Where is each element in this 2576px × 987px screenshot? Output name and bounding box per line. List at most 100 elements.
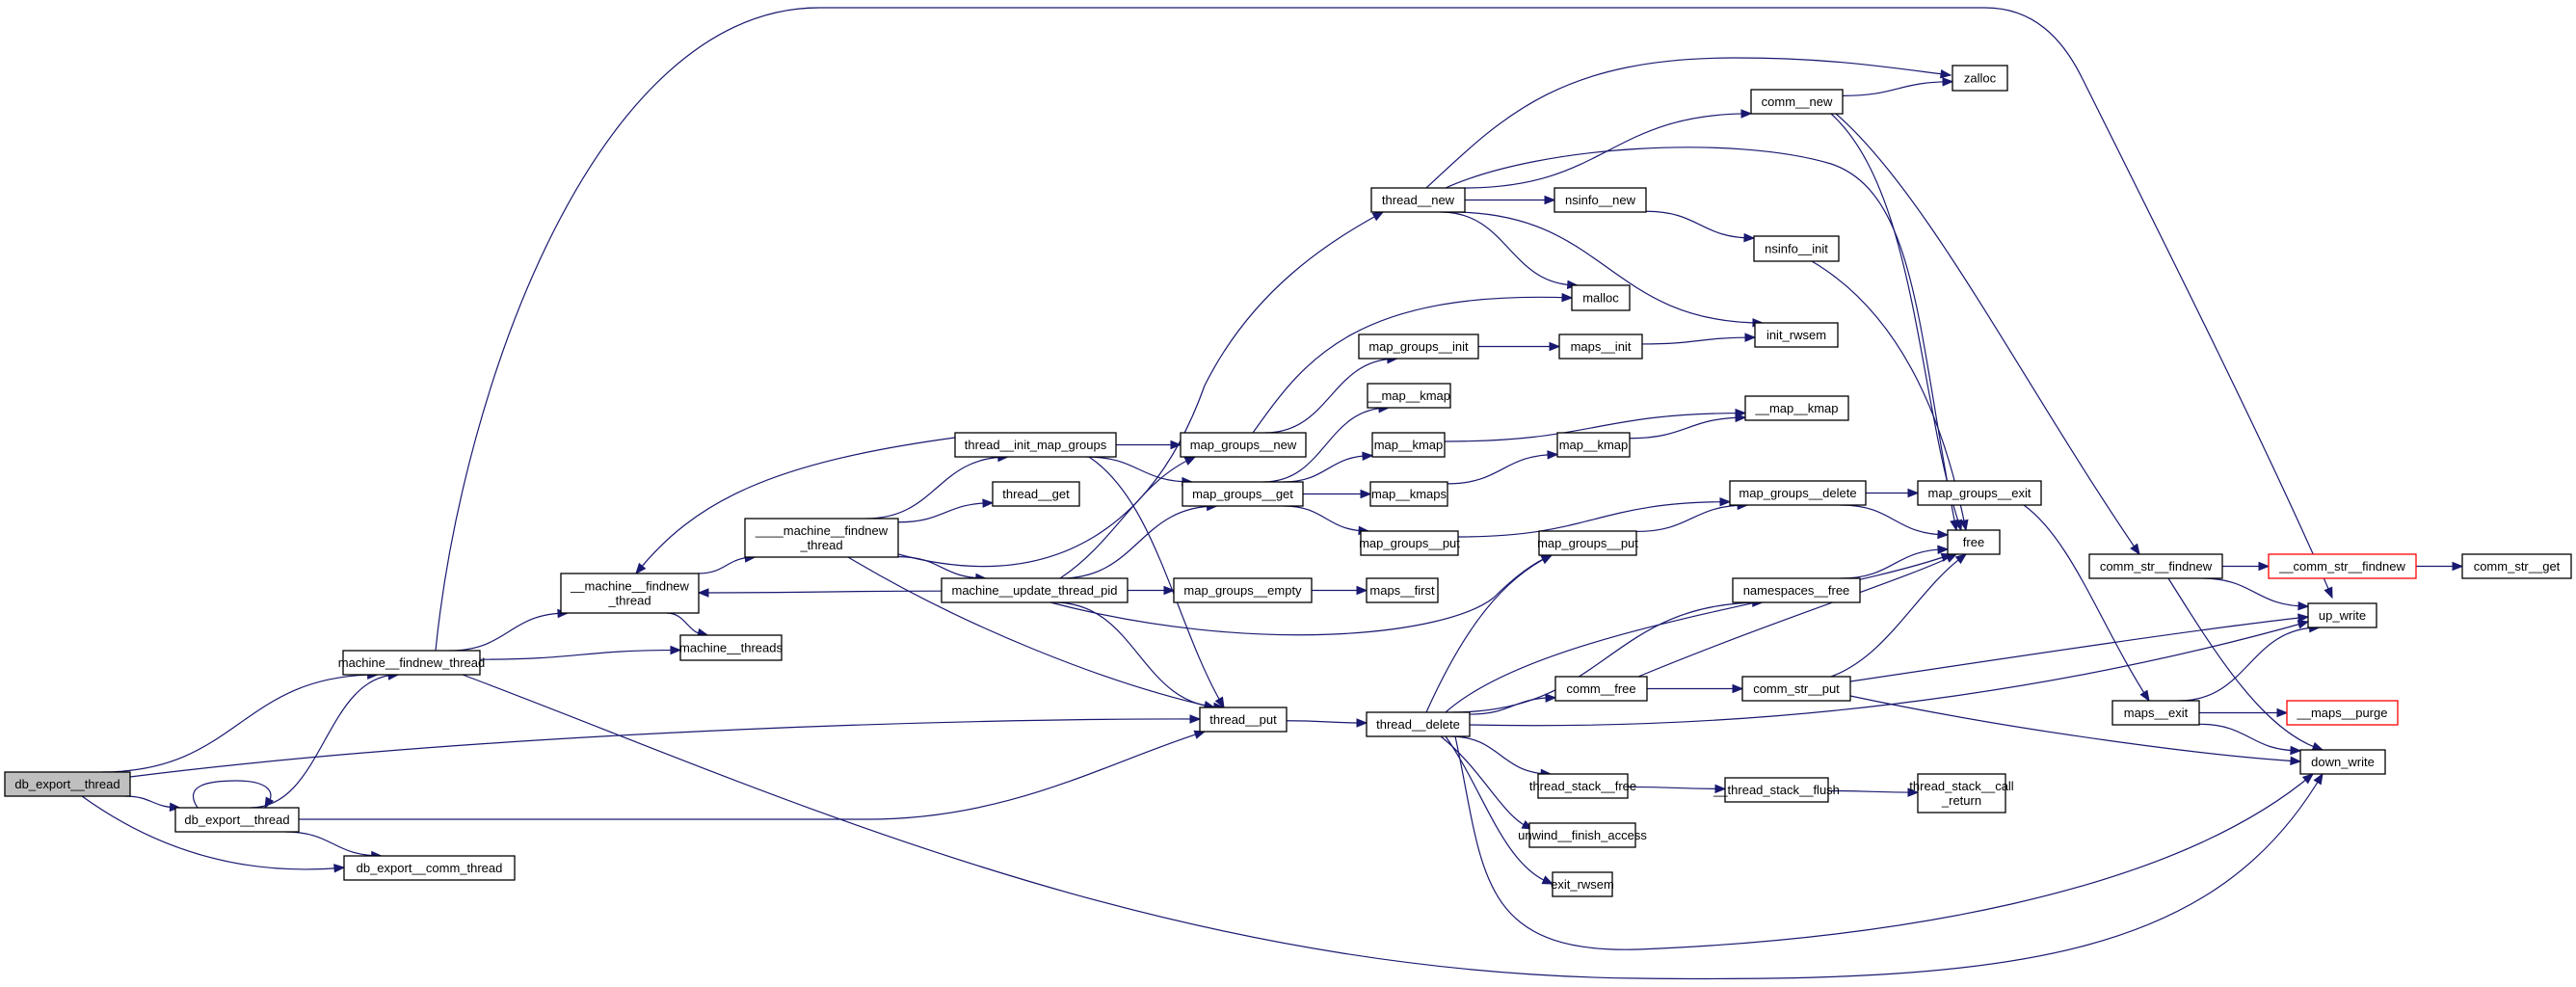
node-box[interactable] bbox=[1360, 530, 1459, 556]
node-nsinfo-new[interactable]: nsinfo__new bbox=[1554, 187, 1647, 213]
node-box[interactable] bbox=[744, 518, 899, 558]
node-machine-findnew-thread[interactable]: ____machine__findnew_thread bbox=[744, 518, 899, 558]
node-box[interactable] bbox=[343, 855, 516, 881]
node-box[interactable] bbox=[1370, 187, 1466, 213]
node-box[interactable] bbox=[1367, 383, 1451, 409]
node-box[interactable] bbox=[2307, 602, 2377, 628]
node-box[interactable] bbox=[1732, 577, 1861, 603]
node-box[interactable] bbox=[1369, 481, 1448, 507]
node-zalloc[interactable]: zalloc bbox=[1952, 65, 2008, 92]
node-unwind-finish-access[interactable]: unwind__finish_access bbox=[1518, 822, 1647, 848]
node-box[interactable] bbox=[1917, 480, 2042, 506]
node-box[interactable] bbox=[2461, 553, 2572, 579]
node-comm-str-findnew[interactable]: comm_str__findnew bbox=[2088, 553, 2223, 579]
node-map-kmap-b[interactable]: __map__kmap bbox=[1744, 395, 1849, 421]
node-map-groups-new[interactable]: map_groups__new bbox=[1180, 432, 1307, 458]
node-thread-stack-flush[interactable]: __thread_stack__flush bbox=[1713, 777, 1840, 803]
node-machine-findnew-thread[interactable]: __machine__findnew_thread bbox=[560, 573, 700, 614]
node-maps-purge[interactable]: __maps__purge bbox=[2286, 700, 2399, 726]
node-up-write[interactable]: up_write bbox=[2307, 602, 2377, 628]
node-comm-str-findnew[interactable]: __comm_str__findnew bbox=[2268, 553, 2417, 579]
node-box[interactable] bbox=[2111, 700, 2200, 726]
node-map-groups-init[interactable]: map_groups__init bbox=[1358, 333, 1479, 360]
node-box[interactable] bbox=[1538, 530, 1637, 556]
node-box[interactable] bbox=[1947, 529, 2001, 555]
node-free[interactable]: free bbox=[1947, 529, 2001, 555]
node-box[interactable] bbox=[1180, 432, 1307, 458]
node-exit-rwsem[interactable]: exit_rwsem bbox=[1551, 871, 1614, 897]
node-box[interactable] bbox=[1556, 432, 1631, 458]
node-map-groups-exit[interactable]: map_groups__exit bbox=[1917, 480, 2042, 506]
node-box[interactable] bbox=[1558, 333, 1643, 360]
node-nsinfo-init[interactable]: nsinfo__init bbox=[1753, 235, 1840, 262]
node-box[interactable] bbox=[1952, 65, 2008, 92]
node-map-groups-empty[interactable]: map_groups__empty bbox=[1173, 577, 1313, 603]
node-map-kmap-a[interactable]: map__kmap bbox=[1371, 432, 1446, 458]
node-box[interactable] bbox=[1528, 822, 1636, 848]
node-box[interactable] bbox=[992, 481, 1080, 507]
node-maps-exit[interactable]: maps__exit bbox=[2111, 700, 2200, 726]
node-thread-put[interactable]: thread__put bbox=[1199, 707, 1288, 733]
node-box[interactable] bbox=[1358, 333, 1479, 360]
node-box[interactable] bbox=[1750, 89, 1844, 115]
node-maps-init[interactable]: maps__init bbox=[1558, 333, 1643, 360]
node-box[interactable] bbox=[1729, 480, 1867, 506]
node-box[interactable] bbox=[1571, 284, 1631, 311]
node-map-groups-delete[interactable]: map_groups__delete bbox=[1729, 480, 1867, 506]
node-map-kmap-a[interactable]: __map__kmap bbox=[1367, 383, 1451, 409]
node-box[interactable] bbox=[2268, 553, 2417, 579]
node-box[interactable] bbox=[941, 577, 1129, 603]
node-box[interactable] bbox=[954, 432, 1117, 458]
node-box[interactable] bbox=[1366, 577, 1439, 603]
node-maps-first[interactable]: maps__first bbox=[1366, 577, 1439, 603]
node-down-write[interactable]: down_write bbox=[2299, 749, 2386, 775]
node-box[interactable] bbox=[679, 634, 783, 661]
node-box[interactable] bbox=[174, 807, 300, 833]
node-comm-new[interactable]: comm__new bbox=[1750, 89, 1844, 115]
node-machine-threads[interactable]: machine__threads bbox=[679, 634, 783, 661]
node-box[interactable] bbox=[1754, 322, 1839, 348]
node-box[interactable] bbox=[2299, 749, 2386, 775]
node-map-groups-get[interactable]: map_groups__get bbox=[1182, 481, 1304, 507]
node-box[interactable] bbox=[1741, 676, 1851, 702]
node-thread-get[interactable]: thread__get bbox=[992, 481, 1080, 507]
node-box[interactable] bbox=[1199, 707, 1288, 733]
node-box[interactable] bbox=[2286, 700, 2399, 726]
node-box[interactable] bbox=[342, 650, 481, 676]
node-comm-str-put[interactable]: comm_str__put bbox=[1741, 676, 1851, 702]
node-box[interactable] bbox=[1537, 773, 1629, 799]
node-comm-free[interactable]: comm__free bbox=[1554, 676, 1648, 702]
node-box[interactable] bbox=[2088, 553, 2223, 579]
node-box[interactable] bbox=[1917, 773, 2006, 814]
node-box[interactable] bbox=[1552, 871, 1613, 897]
node-thread-stack-free[interactable]: thread_stack__free bbox=[1529, 773, 1636, 799]
node-init-rwsem[interactable]: init_rwsem bbox=[1754, 322, 1839, 348]
node-namespaces-free[interactable]: namespaces__free bbox=[1732, 577, 1861, 603]
node-box[interactable] bbox=[1554, 187, 1647, 213]
node-box[interactable] bbox=[560, 573, 700, 614]
node-machine-findnew-thread[interactable]: machine__findnew_thread bbox=[338, 650, 486, 676]
node-thread-new[interactable]: thread__new bbox=[1370, 187, 1466, 213]
node-map-groups-put-b[interactable]: map_groups__put bbox=[1537, 530, 1638, 556]
node-thread-delete[interactable]: thread__delete bbox=[1366, 711, 1471, 737]
node-box[interactable] bbox=[1371, 432, 1446, 458]
node-thread-init-map-groups[interactable]: thread__init_map_groups bbox=[954, 432, 1117, 458]
node-db-export-thread2[interactable]: db_export__thread bbox=[174, 807, 300, 833]
node-db-export-comm-thread[interactable]: db_export__comm_thread bbox=[343, 855, 516, 881]
node-box[interactable] bbox=[1744, 395, 1849, 421]
node-box[interactable] bbox=[1724, 777, 1829, 803]
node-map-groups-put-a[interactable]: map_groups__put bbox=[1359, 530, 1460, 556]
node-box[interactable] bbox=[1366, 711, 1471, 737]
node-box[interactable] bbox=[1554, 676, 1648, 702]
node-box[interactable] bbox=[1173, 577, 1313, 603]
node-map-kmaps[interactable]: map__kmaps bbox=[1369, 481, 1448, 507]
node-box[interactable] bbox=[1182, 481, 1304, 507]
node-machine-update-thread-pid[interactable]: machine__update_thread_pid bbox=[941, 577, 1129, 603]
node-box[interactable] bbox=[1753, 235, 1840, 262]
node-malloc[interactable]: malloc bbox=[1571, 284, 1631, 311]
node-box[interactable] bbox=[4, 771, 131, 797]
node-thread-stack-call-return[interactable]: thread_stack__call_return bbox=[1909, 773, 2014, 814]
node-map-kmap-b[interactable]: map__kmap bbox=[1556, 432, 1631, 458]
node-root[interactable]: db_export__thread bbox=[4, 771, 131, 797]
node-comm-str-get[interactable]: comm_str__get bbox=[2461, 553, 2572, 579]
